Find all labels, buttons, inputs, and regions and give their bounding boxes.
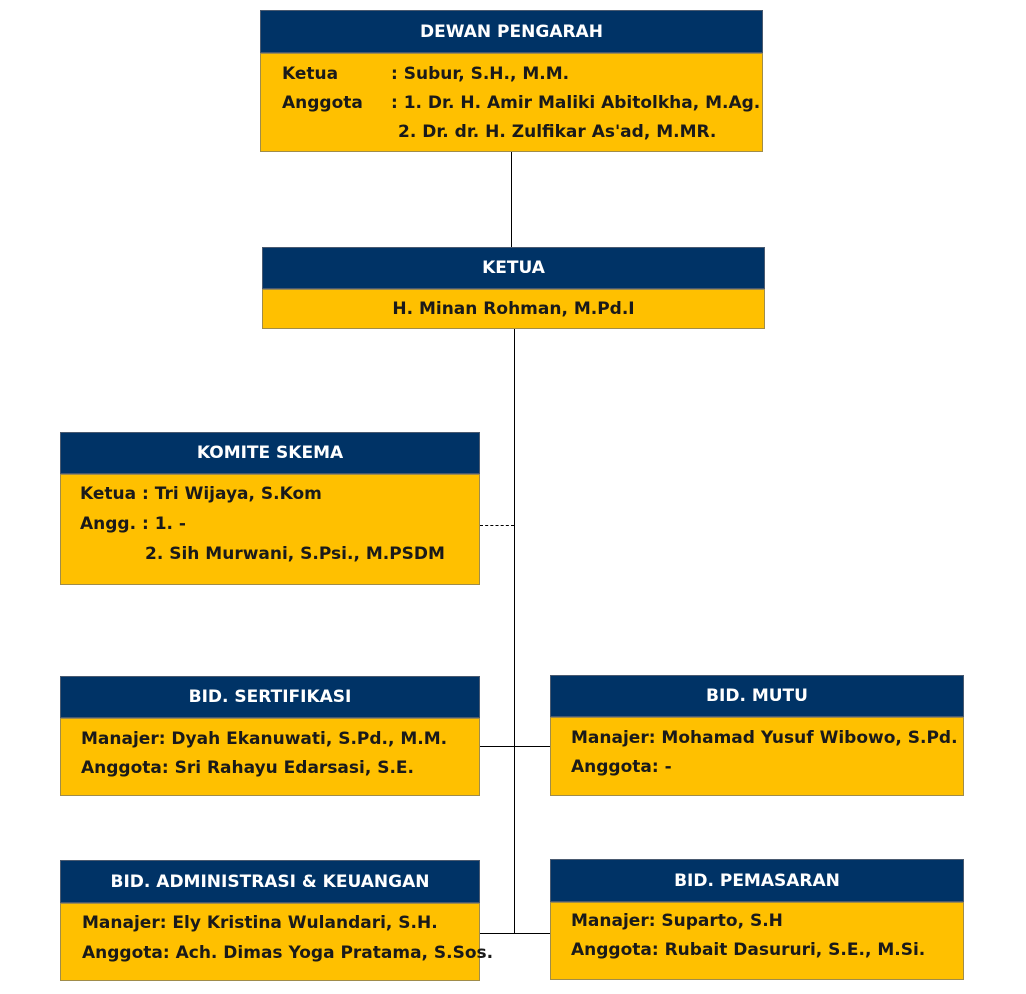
bid-pemasaran-box: BID. PEMASARAN Manajer: Suparto, S.H Ang… <box>550 859 964 980</box>
ketua-name: H. Minan Rohman, M.Pd.I <box>262 289 765 329</box>
bid-mutu-header: BID. MUTU <box>550 675 964 717</box>
komite-anggota-1: Angg. : 1. - <box>80 514 186 534</box>
dewan-pengarah-box: DEWAN PENGARAH Ketua : Subur, S.H., M.M.… <box>260 10 763 152</box>
bid-sertifikasi-header: BID. SERTIFIKASI <box>60 676 480 718</box>
bid-sertifikasi-box: BID. SERTIFIKASI Manajer: Dyah Ekanuwati… <box>60 676 480 796</box>
connector-dewan-ketua <box>511 152 512 247</box>
sertifikasi-anggota: Anggota: Sri Rahayu Edarsasi, S.E. <box>81 758 415 778</box>
komite-skema-header: KOMITE SKEMA <box>60 432 480 474</box>
dewan-pengarah-content: Ketua : Subur, S.H., M.M. Anggota : 1. D… <box>260 53 763 152</box>
ketua-label: Ketua <box>282 64 339 84</box>
bid-mutu-box: BID. MUTU Manajer: Mohamad Yusuf Wibowo,… <box>550 675 964 796</box>
bid-mutu-content: Manajer: Mohamad Yusuf Wibowo, S.Pd. Ang… <box>550 717 964 796</box>
bid-pemasaran-header: BID. PEMASARAN <box>550 859 964 902</box>
connector-komite-dashed <box>480 525 514 526</box>
ketua-box: KETUA H. Minan Rohman, M.Pd.I <box>262 247 765 329</box>
admin-manajer: Manajer: Ely Kristina Wulandari, S.H. <box>82 913 438 933</box>
anggota-item-2: 2. Dr. dr. H. Zulfikar As'ad, M.MR. <box>398 122 717 142</box>
bid-admin-header: BID. ADMINISTRASI & KEUANGAN <box>60 860 480 903</box>
connector-bidang-row1 <box>480 746 551 747</box>
connector-main-trunk <box>514 329 515 934</box>
sertifikasi-manajer: Manajer: Dyah Ekanuwati, S.Pd., M.M. <box>81 729 448 749</box>
ketua-value: : Subur, S.H., M.M. <box>391 64 570 84</box>
connector-bidang-row2 <box>480 933 550 934</box>
komite-skema-box: KOMITE SKEMA Ketua : Tri Wijaya, S.Kom A… <box>60 432 480 585</box>
pemasaran-manajer: Manajer: Suparto, S.H <box>571 911 783 931</box>
bid-admin-content: Manajer: Ely Kristina Wulandari, S.H. An… <box>60 903 493 981</box>
mutu-anggota: Anggota: - <box>571 757 672 777</box>
bid-sertifikasi-content: Manajer: Dyah Ekanuwati, S.Pd., M.M. Ang… <box>60 718 480 796</box>
bid-pemasaran-content: Manajer: Suparto, S.H Anggota: Rubait Da… <box>550 902 964 980</box>
anggota-label: Anggota <box>282 93 363 113</box>
mutu-manajer: Manajer: Mohamad Yusuf Wibowo, S.Pd. <box>571 728 958 748</box>
komite-anggota-2: 2. Sih Murwani, S.Psi., M.PSDM <box>145 544 445 564</box>
komite-ketua: Ketua : Tri Wijaya, S.Kom <box>80 484 322 504</box>
pemasaran-anggota: Anggota: Rubait Dasururi, S.E., M.Si. <box>571 940 926 960</box>
admin-anggota: Anggota: Ach. Dimas Yoga Pratama, S.Sos. <box>82 943 494 963</box>
ketua-header: KETUA <box>262 247 765 289</box>
anggota-item-1: : 1. Dr. H. Amir Maliki Abitolkha, M.Ag. <box>391 93 761 113</box>
bid-admin-box: BID. ADMINISTRASI & KEUANGAN Manajer: El… <box>60 860 493 981</box>
dewan-pengarah-header: DEWAN PENGARAH <box>260 10 763 53</box>
komite-skema-content: Ketua : Tri Wijaya, S.Kom Angg. : 1. - 2… <box>60 474 480 585</box>
